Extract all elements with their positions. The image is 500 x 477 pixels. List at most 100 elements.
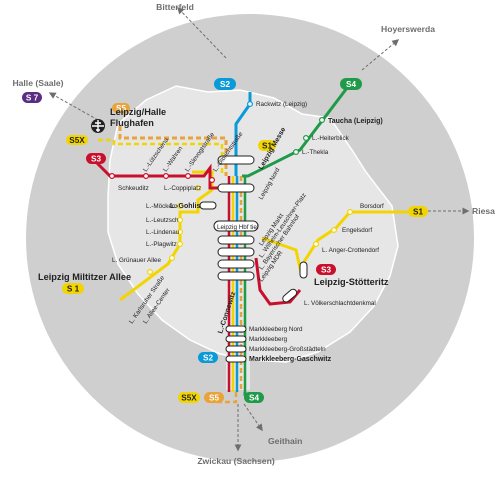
station-thekla: L.-Thekla <box>302 149 329 156</box>
dot-rackwitz[interactable] <box>247 100 254 107</box>
station-marker-gaschwitz[interactable] <box>225 355 247 363</box>
station-miltitzer-allee: Leipzig Miltitzer Allee <box>38 272 131 282</box>
s2-line <box>234 92 252 176</box>
station-taucha: Taucha (Leipzig) <box>328 118 383 125</box>
dot-taucha[interactable] <box>319 116 326 123</box>
badge-s3-west-label: S3 <box>91 155 101 164</box>
badge-s3-west: S3 <box>86 153 106 164</box>
station-marker-stoetteritz[interactable] <box>299 261 308 279</box>
station-coppiplatz: L.-Coppiplatz <box>164 185 201 192</box>
dot-heiterblick[interactable] <box>303 135 310 142</box>
arrow-halle <box>48 92 99 121</box>
dot-engelsdorf[interactable] <box>331 227 338 234</box>
station-marker-markt[interactable] <box>217 235 255 245</box>
dot-schkeuditz[interactable] <box>108 173 115 180</box>
badge-s1-east: S1 <box>408 206 428 217</box>
badge-s5x-airport: S5X <box>66 135 88 145</box>
arrow-hoyerswerda <box>361 39 400 71</box>
badge-s3-east-label: S3 <box>321 266 331 275</box>
station-marker-nord[interactable] <box>217 183 255 193</box>
badge-s5x-airport-label: S5X <box>69 136 85 145</box>
dot-lindenau[interactable] <box>177 229 184 236</box>
station-gohlis: L.-Gohlis <box>170 203 200 210</box>
station-marker-voelkerschlachtdenkmal[interactable] <box>281 288 298 304</box>
station-dots <box>108 100 354 276</box>
s3-east-line <box>254 257 302 306</box>
station-marker-markkleeberg-nord[interactable] <box>225 325 247 333</box>
station-marker-markkleeberg[interactable] <box>225 335 247 343</box>
badge-s1-center: S1 <box>258 140 276 151</box>
dot-luetzschena[interactable] <box>143 173 150 180</box>
label-halle: Halle (Saale) <box>12 78 63 88</box>
badge-s3-east: S3 <box>316 264 336 275</box>
dot-olbrichtstr[interactable] <box>209 177 216 184</box>
station-markkleeberg-nord: Markkleeberg Nord <box>249 326 303 333</box>
badge-s4-south: S4 <box>244 392 264 403</box>
badge-s4-south-label: S4 <box>249 394 259 403</box>
station-heiterblick: L.-Heiterblick <box>312 135 350 142</box>
badge-s2-top: S2 <box>214 78 236 90</box>
station-marker-hbf[interactable] <box>213 220 259 232</box>
station-voelkerschlachtdenkmal: L. Völkerschlachtdenkmal <box>304 300 376 307</box>
station-markkleeberg: Markkleeberg <box>249 336 288 343</box>
airplane-icon <box>91 119 105 133</box>
label-geithain: Geithain <box>268 436 302 446</box>
station-anger-crottendorf: L. Anger-Crottendorf <box>322 247 379 254</box>
station-airport-line1: Leipzig/Halle <box>110 107 166 117</box>
badge-s2-south: S2 <box>198 352 218 363</box>
badge-s2-top-label: S2 <box>220 80 230 89</box>
dot-wahren[interactable] <box>163 173 170 180</box>
arrow-bitterfeld <box>177 6 227 59</box>
station-leutzsch: L.-Leutzsch <box>146 217 179 224</box>
station-marker-grossstaedteln[interactable] <box>225 345 247 353</box>
station-airport-line2: Flughafen <box>110 118 154 128</box>
station-moeckern: L.-Möckern <box>146 203 178 210</box>
station-schkeuditz: Schkeuditz <box>118 185 149 192</box>
badge-s1-east-label: S1 <box>413 208 423 217</box>
badge-s5x-south-label: S5X <box>181 394 197 403</box>
label-bitterfeld: Bitterfeld <box>156 2 194 12</box>
badge-s4-top: S4 <box>340 78 362 90</box>
badge-s7-halle: S 7 <box>22 92 42 103</box>
badge-s5x-south: S5X <box>178 392 200 403</box>
badge-s1-west: S 1 <box>62 283 84 294</box>
station-plagwitz: L.-Plagwitz <box>146 241 177 248</box>
dot-miltitzer[interactable] <box>147 269 154 276</box>
label-zwickau: Zwickau (Sachsen) <box>197 456 275 466</box>
station-gruenauer-allee: L. Grünauer Allee <box>112 257 162 264</box>
station-grossstaedteln: Markkleeberg-Großstädteln <box>249 346 326 353</box>
station-stoetteritz: Leipzig-Stötteritz <box>314 277 389 287</box>
station-rackwitz: Rackwitz (Leipzig) <box>256 101 307 108</box>
dot-gruenauer[interactable] <box>169 255 176 262</box>
label-riesa: Riesa <box>472 206 495 216</box>
dot-slevogtstr[interactable] <box>185 173 192 180</box>
station-markers <box>199 155 308 363</box>
label-hoyerswerda: Hoyerswerda <box>381 24 435 34</box>
dot-coppiplatz[interactable] <box>195 185 202 192</box>
dot-plagwitz[interactable] <box>177 241 184 248</box>
station-lindenau: L.-Lindenau <box>146 229 180 236</box>
station-marker-bayerischer[interactable] <box>217 259 255 269</box>
station-marker-messe[interactable] <box>217 155 255 165</box>
station-engelsdorf: Engelsdorf <box>342 227 372 234</box>
badge-s2-south-label: S2 <box>203 354 213 363</box>
station-borsdorf: Borsdorf <box>360 203 384 210</box>
badge-s5-airport: S5 <box>112 103 130 113</box>
dot-moeckern[interactable] <box>177 203 184 210</box>
badge-s1-center-label: S1 <box>262 142 272 151</box>
dot-borsdorf[interactable] <box>347 209 354 216</box>
dot-leutzsch[interactable] <box>177 217 184 224</box>
badge-s5-airport-label: S5 <box>116 104 126 113</box>
station-marker-mdr[interactable] <box>217 271 255 281</box>
badge-s1-west-label: S 1 <box>67 285 80 294</box>
arrow-geithain <box>243 403 263 432</box>
station-gaschwitz: Markkleeberg-Gaschwitz <box>249 356 332 363</box>
dot-anger-crottendorf[interactable] <box>313 241 320 248</box>
station-marker-leuschner[interactable] <box>217 247 255 257</box>
dot-thekla[interactable] <box>293 149 300 156</box>
badge-s5-south-label: S5 <box>209 394 219 403</box>
station-marker-gohlis[interactable] <box>199 201 217 210</box>
badge-s4-top-label: S4 <box>346 80 356 89</box>
